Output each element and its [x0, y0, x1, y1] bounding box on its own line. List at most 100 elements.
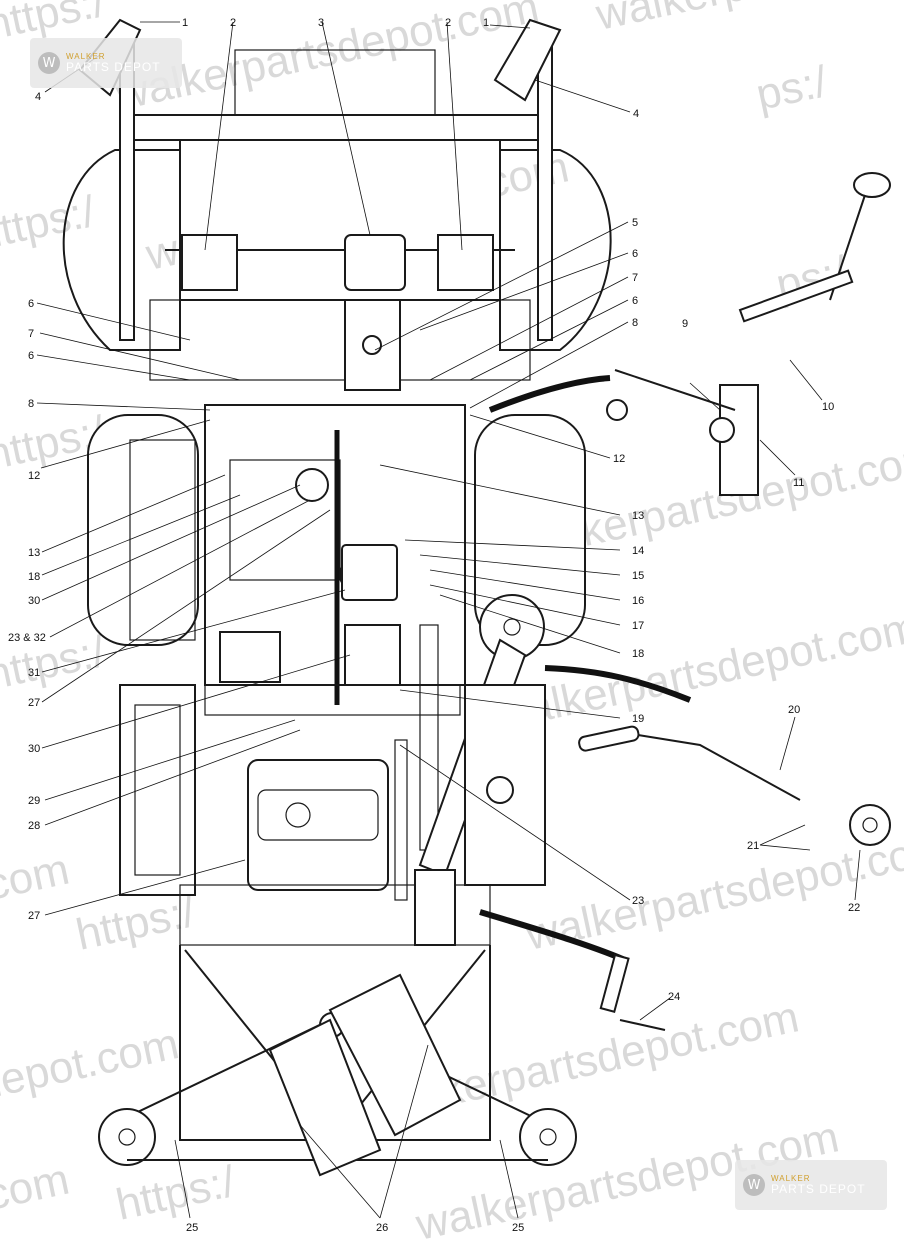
brake-wheel-hub — [862, 817, 878, 833]
lever-bracket — [738, 269, 854, 323]
mid-frame — [149, 299, 531, 381]
throttle-rod — [614, 369, 736, 411]
valve-cover — [257, 789, 379, 841]
callout-labels: 1 1 2 2 3 4 4 5 6 6 6 6 7 7 8 8 9 10 11 … — [8, 17, 860, 1234]
engine-plate — [204, 684, 461, 716]
callout-27: 27 — [28, 697, 40, 709]
watermark-text: walkerpartsdepot.com — [521, 822, 904, 960]
rear-deck-right-outline — [499, 149, 612, 351]
callout-20: 20 — [788, 704, 800, 716]
callout-14: 14 — [632, 545, 644, 557]
watermark-text: https:/ — [112, 1157, 240, 1230]
callout-18: 18 — [28, 571, 40, 583]
left-wheel — [87, 414, 199, 646]
rear-deck-left-outline — [62, 149, 181, 351]
callout-7: 7 — [28, 328, 34, 340]
radiator-core — [134, 704, 181, 876]
callout-12: 12 — [28, 470, 40, 482]
callout-11: 11 — [793, 477, 804, 489]
callout-30: 30 — [28, 743, 40, 755]
callout-9: 9 — [682, 318, 688, 330]
watermark-text: depot.com — [0, 1019, 183, 1110]
handle-bracket — [234, 49, 436, 116]
logo-top-word: WALKER — [66, 52, 106, 61]
watermark-logo-badge: W WALKER PARTS DEPOT — [30, 38, 182, 88]
center-mount — [344, 234, 406, 291]
callout-6: 6 — [632, 248, 638, 260]
pedal — [599, 953, 630, 1013]
callout-13: 13 — [28, 547, 40, 559]
watermark-text: ps:/ — [752, 57, 832, 120]
mount-left — [181, 234, 238, 291]
callout-23-32: 23 & 32 — [8, 632, 46, 644]
right-post — [537, 29, 553, 341]
callout-22: 22 — [848, 902, 860, 914]
engine-block — [247, 759, 389, 891]
callout-8: 8 — [632, 317, 638, 329]
callout-17: 17 — [632, 620, 644, 632]
callout-6: 6 — [28, 298, 34, 310]
logo-bottom-word: PARTS DEPOT — [771, 1182, 866, 1196]
walker-logo-icon: W — [743, 1174, 765, 1196]
callout-7: 7 — [632, 272, 638, 284]
right-caster-hub — [539, 1128, 557, 1146]
callout-16: 16 — [632, 595, 644, 607]
callout-25: 25 — [512, 1222, 524, 1234]
muffler — [414, 869, 456, 946]
callout-5: 5 — [632, 217, 638, 229]
callout-31: 31 — [28, 667, 40, 679]
front-light-right — [328, 973, 462, 1137]
callout-1: 1 — [483, 17, 489, 29]
left-caster — [98, 1108, 156, 1166]
brake-cable — [544, 665, 692, 703]
bolt — [362, 335, 382, 355]
pump — [341, 544, 398, 601]
callout-28: 28 — [28, 820, 40, 832]
callout-26: 26 — [376, 1222, 388, 1234]
callout-2: 2 — [445, 17, 451, 29]
top-frame-bar — [129, 114, 551, 141]
callout-13: 13 — [632, 510, 644, 522]
callout-3: 3 — [318, 17, 324, 29]
right-lamp — [493, 18, 562, 102]
callout-1: 1 — [182, 17, 188, 29]
logo-bottom-word: PARTS DEPOT — [66, 60, 161, 74]
callout-27: 27 — [28, 910, 40, 922]
callout-10: 10 — [822, 401, 834, 413]
callout-15: 15 — [632, 570, 644, 582]
callout-21: 21 — [747, 840, 759, 852]
callout-25: 25 — [186, 1222, 198, 1234]
valve-cap — [285, 802, 311, 828]
pedal-cable — [479, 909, 627, 963]
mount-right — [437, 234, 494, 291]
callout-30: 30 — [28, 595, 40, 607]
left-caster-hub — [118, 1128, 136, 1146]
callout-8: 8 — [28, 398, 34, 410]
fuel-cap — [486, 776, 514, 804]
logo-top-word: WALKER — [771, 1174, 811, 1183]
callout-29: 29 — [28, 795, 40, 807]
brake-wheel — [849, 804, 891, 846]
hand-lever-rod — [637, 734, 801, 801]
callout-4: 4 — [35, 91, 41, 103]
callout-6: 6 — [632, 295, 638, 307]
watermark-text: com — [0, 845, 73, 910]
throttle-ball — [606, 399, 628, 421]
throttle-pivot — [709, 417, 735, 443]
radiator — [119, 684, 196, 896]
callout-6: 6 — [28, 350, 34, 362]
callout-2: 2 — [230, 17, 236, 29]
battery — [219, 631, 281, 683]
throttle-cable — [488, 375, 611, 413]
valve-block — [344, 624, 401, 686]
right-caster — [519, 1108, 577, 1166]
callout-12: 12 — [613, 453, 625, 465]
callout-18: 18 — [632, 648, 644, 660]
walker-logo-icon: W — [38, 52, 60, 74]
watermark-text: com — [0, 1155, 73, 1220]
watermark-logo-badge: W WALKER PARTS DEPOT — [735, 1160, 887, 1210]
leader-lines — [36, 21, 861, 1219]
hand-grip — [578, 725, 640, 752]
